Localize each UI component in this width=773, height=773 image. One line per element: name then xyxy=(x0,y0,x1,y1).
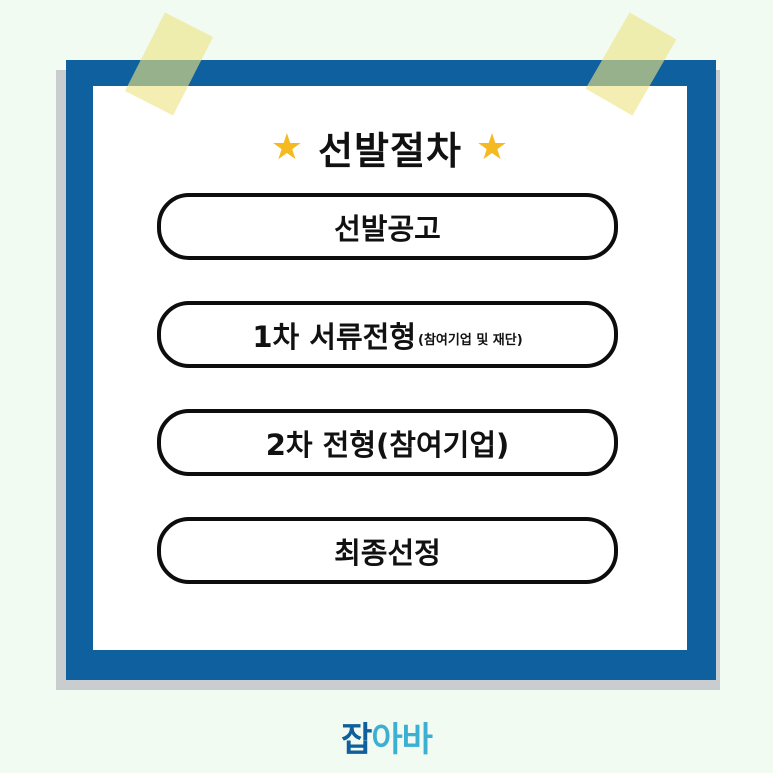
step-3-pill: 2차 전형(참여기업) xyxy=(157,409,618,476)
logo-part-2: 아바 xyxy=(371,720,433,760)
step-2-note: (참여기업 및 재단) xyxy=(418,333,523,348)
step-4-pill: 최종선정 xyxy=(157,517,618,584)
step-2-label: 1차 서류전형 xyxy=(252,319,417,354)
step-1-label: 선발공고 xyxy=(334,211,441,246)
star-icon: ★ xyxy=(270,126,305,168)
step-1-pill: 선발공고 xyxy=(157,193,618,260)
brand-logo: 잡아바 xyxy=(0,712,773,761)
logo-part-1: 잡 xyxy=(341,720,372,760)
step-2-pill: 1차 서류전형 (참여기업 및 재단) xyxy=(157,301,618,368)
star-icon: ★ xyxy=(475,126,510,168)
step-3-label: 2차 전형(참여기업) xyxy=(265,427,510,462)
title-text: 선발절차 xyxy=(318,129,462,173)
step-4-label: 최종선정 xyxy=(334,535,441,570)
page-title: ★ 선발절차 ★ xyxy=(93,120,687,175)
